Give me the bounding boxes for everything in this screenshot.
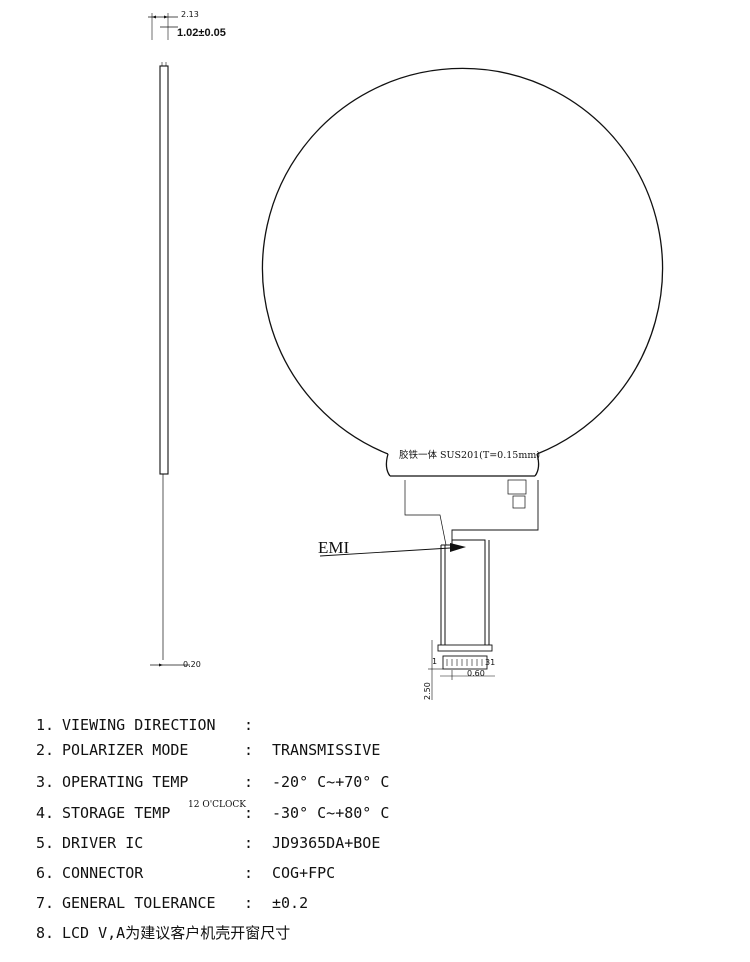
- spec-colon: :: [244, 834, 254, 852]
- spec-num: 5.: [36, 834, 55, 852]
- side-bottom-dim: 0.20: [183, 660, 201, 669]
- spec-colon: :: [244, 716, 254, 734]
- spec-colon: :: [244, 804, 254, 822]
- technical-drawing: 2.13 1.02±0.05 0.20 胶铁一体 SUS201(T=0.15mm…: [148, 10, 664, 700]
- spec-name: GENERAL TOLERANCE: [62, 894, 216, 912]
- spec-name: VIEWING DIRECTION: [62, 716, 216, 734]
- spec-name: DRIVER IC: [62, 834, 144, 852]
- spec-value: JD9365DA+BOE: [272, 834, 381, 852]
- spec-name: STORAGE TEMP: [62, 804, 171, 822]
- spec-value: COG+FPC: [272, 864, 336, 882]
- spec-value: -20° C~+70° C: [272, 773, 390, 791]
- pin-label-last: 31: [485, 658, 495, 667]
- top-dim-total: 2.13: [181, 10, 199, 19]
- spec-colon: :: [244, 894, 254, 912]
- spec-value: -30° C~+80° C: [272, 804, 390, 822]
- spec-name: OPERATING TEMP: [62, 773, 189, 791]
- emi-arrow: [450, 543, 466, 552]
- spec-name: LCD V,A为建议客户机壳开窗尺寸: [62, 924, 291, 942]
- spec-num: 6.: [36, 864, 55, 882]
- panel-note: 胶铁一体 SUS201(T=0.15mm): [399, 449, 540, 461]
- emi-leader-line: [319, 547, 451, 557]
- connector-dim: 2.50: [423, 682, 432, 700]
- emi-label: EMI: [318, 538, 350, 557]
- spec-num: 7.: [36, 894, 55, 912]
- spec-num: 2.: [36, 741, 55, 759]
- fpc-cable: [404, 479, 539, 700]
- spec-value: ±0.2: [272, 894, 309, 912]
- clock-label: 12 O'CLOCK: [188, 800, 247, 810]
- pin-label-first: 1: [432, 657, 437, 666]
- side-view: [148, 13, 190, 667]
- spec-num: 1.: [36, 716, 55, 734]
- top-dim-thickness: 1.02±0.05: [177, 27, 226, 39]
- round-panel: [261, 67, 664, 477]
- spec-num: 4.: [36, 804, 55, 822]
- spec-colon: :: [244, 864, 254, 882]
- spec-num: 8.: [36, 924, 55, 942]
- pitch-dim: 0.60: [467, 669, 485, 678]
- spec-colon: :: [244, 773, 254, 791]
- spec-name: CONNECTOR: [62, 864, 144, 882]
- spec-colon: :: [244, 741, 254, 759]
- spec-name: POLARIZER MODE: [62, 741, 189, 759]
- spec-num: 3.: [36, 773, 55, 791]
- spec-value: TRANSMISSIVE: [272, 741, 381, 759]
